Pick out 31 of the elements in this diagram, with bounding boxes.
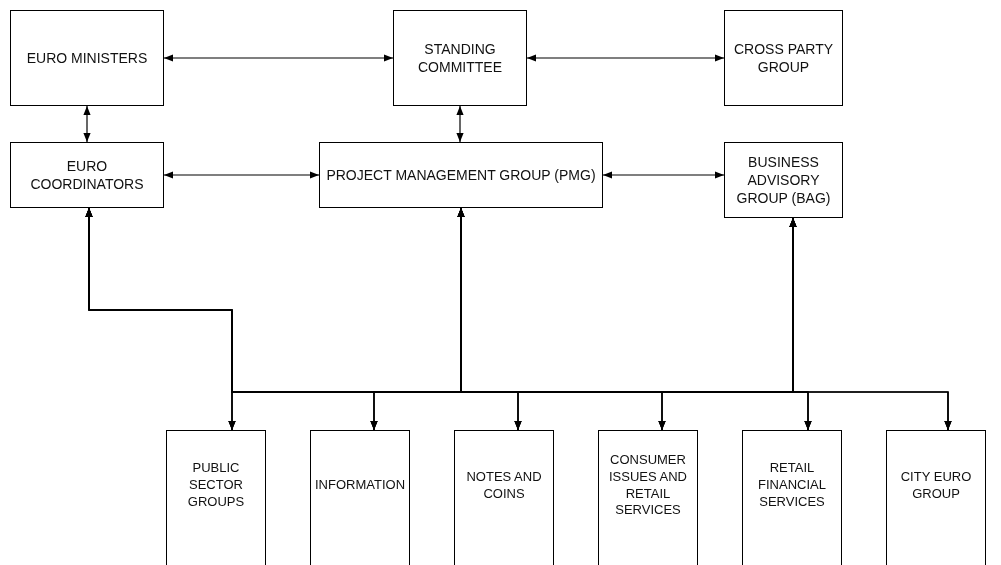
connector-arrow — [163, 171, 320, 179]
connector-arrow — [83, 105, 91, 143]
box-label: RETAIL FINANCIAL SERVICES — [757, 460, 827, 511]
org-box — [742, 430, 842, 565]
box-label: EURO COORDINATORS — [29, 156, 145, 194]
connector-arrow — [456, 105, 464, 143]
org-box — [598, 430, 698, 565]
org-box — [886, 430, 986, 565]
org-box — [319, 142, 603, 208]
connector-arrow — [602, 171, 725, 179]
connector-arrow — [163, 54, 394, 62]
box-label: INFORMATION — [315, 477, 405, 494]
org-box — [393, 10, 527, 106]
box-label: CONSUMER ISSUES AND RETAIL SERVICES — [608, 451, 688, 520]
box-label: PUBLIC SECTOR GROUPS — [186, 460, 246, 511]
connector-arrow — [526, 54, 725, 62]
org-box — [10, 10, 164, 106]
box-label: STANDING COMMITTEE — [417, 39, 503, 77]
org-box — [310, 430, 410, 565]
org-box — [10, 142, 164, 208]
org-box — [724, 10, 843, 106]
org-box — [454, 430, 554, 565]
org-box — [724, 142, 843, 218]
box-label: BUSINESS ADVISORY GROUP (BAG) — [735, 152, 832, 208]
box-label: EURO MINISTERS — [26, 48, 148, 68]
box-label: CROSS PARTY GROUP — [732, 39, 835, 77]
connector-arrow — [789, 217, 952, 431]
box-label: PROJECT MANAGEMENT GROUP (PMG) — [326, 165, 596, 185]
box-label: CITY EURO GROUP — [899, 468, 973, 503]
org-box — [166, 430, 266, 565]
box-label: NOTES AND COINS — [465, 468, 543, 503]
